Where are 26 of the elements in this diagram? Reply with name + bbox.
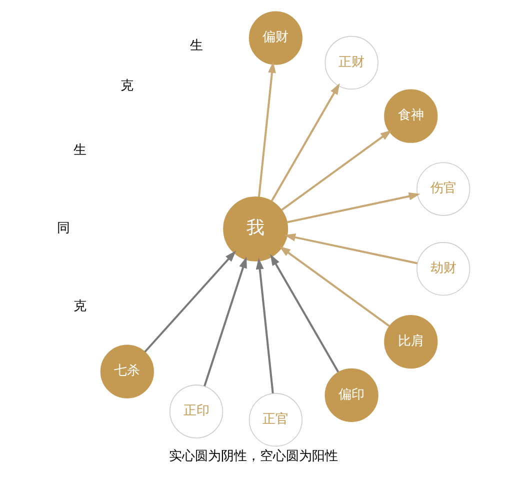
arrow: [286, 192, 420, 224]
label: 生: [190, 38, 203, 54]
arrow: [144, 250, 236, 352]
arrow: [270, 83, 340, 202]
node-circle: 七杀: [100, 344, 154, 398]
arrow: [284, 233, 418, 264]
caption: 实心圆为阴性，空心圆为阳性: [169, 448, 338, 464]
node-circle: 食神: [384, 89, 438, 143]
arrow: [204, 256, 247, 386]
label: 同: [57, 221, 70, 236]
arrow: [256, 258, 274, 394]
label: 克: [120, 78, 134, 94]
node-circle: 正印: [169, 384, 224, 438]
label: 克: [74, 299, 87, 314]
label: 生: [74, 142, 87, 158]
node-circle: 劫财: [416, 242, 470, 296]
arrow: [270, 254, 340, 373]
node-circle: 比肩: [384, 314, 438, 369]
node-circle: 正官: [248, 393, 302, 447]
node-circle: 偏印: [324, 368, 378, 422]
arrow: [258, 62, 276, 198]
node-circle: 偏财: [248, 11, 302, 65]
arrow: [279, 246, 390, 327]
node-circle: 正财: [324, 36, 378, 90]
node-circle: 伤官: [416, 162, 470, 216]
arrow: [281, 130, 392, 211]
